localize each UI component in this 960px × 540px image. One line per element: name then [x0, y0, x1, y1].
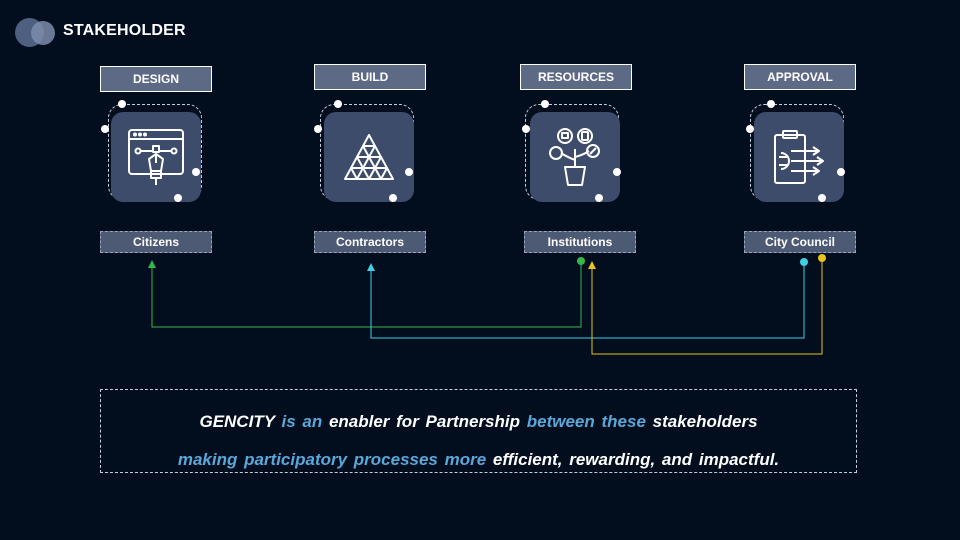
- connector-dot: [334, 100, 342, 108]
- connector-dot: [837, 168, 845, 176]
- connector-dot: [595, 194, 603, 202]
- stakeholder-contractors: Contractors: [314, 231, 426, 253]
- statement-fragment: making participatory processes more: [177, 450, 487, 469]
- triangle-structure-icon: [324, 112, 414, 202]
- connector-dot: [522, 125, 530, 133]
- clipboard-approval-icon: [754, 112, 844, 202]
- connector-dot: [818, 194, 826, 202]
- connector-dot: [746, 125, 754, 133]
- statement-line-2: making participatory processes more effi…: [101, 450, 856, 470]
- logo-icon: [15, 17, 55, 49]
- connector-dot: [174, 194, 182, 202]
- connector-dot: [541, 100, 549, 108]
- page-title: STAKEHOLDER: [63, 22, 186, 39]
- connector-council-institutions: [588, 254, 826, 355]
- role-head-design: DESIGN: [100, 66, 212, 92]
- connector-dot: [101, 125, 109, 133]
- connector-dot: [405, 168, 413, 176]
- statement-line-1: GENCITY is an enabler for Partnership be…: [101, 412, 856, 432]
- role-head-build: BUILD: [314, 64, 426, 90]
- plant-resources-icon: [530, 112, 620, 202]
- statement-fragment: GENCITY: [199, 412, 275, 431]
- stakeholder-citizens: Citizens: [100, 231, 212, 253]
- mission-statement: GENCITY is an enabler for Partnership be…: [100, 389, 857, 473]
- connector-council-contractors: [367, 258, 808, 339]
- connector-dot: [118, 100, 126, 108]
- statement-fragment: between these: [526, 412, 646, 431]
- statement-fragment: efficient, rewarding, and impactful.: [492, 450, 780, 469]
- connector-dot: [192, 168, 200, 176]
- statement-fragment: enabler for Partnership: [328, 412, 521, 431]
- connector-dot: [767, 100, 775, 108]
- stakeholder-city-council: City Council: [744, 231, 856, 253]
- connector-dot: [314, 125, 322, 133]
- connector-dot: [389, 194, 397, 202]
- connector-dot: [613, 168, 621, 176]
- role-head-resources: RESOURCES: [520, 64, 632, 90]
- stakeholder-institutions: Institutions: [524, 231, 636, 253]
- connector-institutions-citizens: [148, 257, 585, 328]
- pen-tool-icon: [111, 112, 201, 202]
- statement-fragment: stakeholders: [652, 412, 758, 431]
- statement-fragment: is an: [281, 412, 323, 431]
- role-head-approval: APPROVAL: [744, 64, 856, 90]
